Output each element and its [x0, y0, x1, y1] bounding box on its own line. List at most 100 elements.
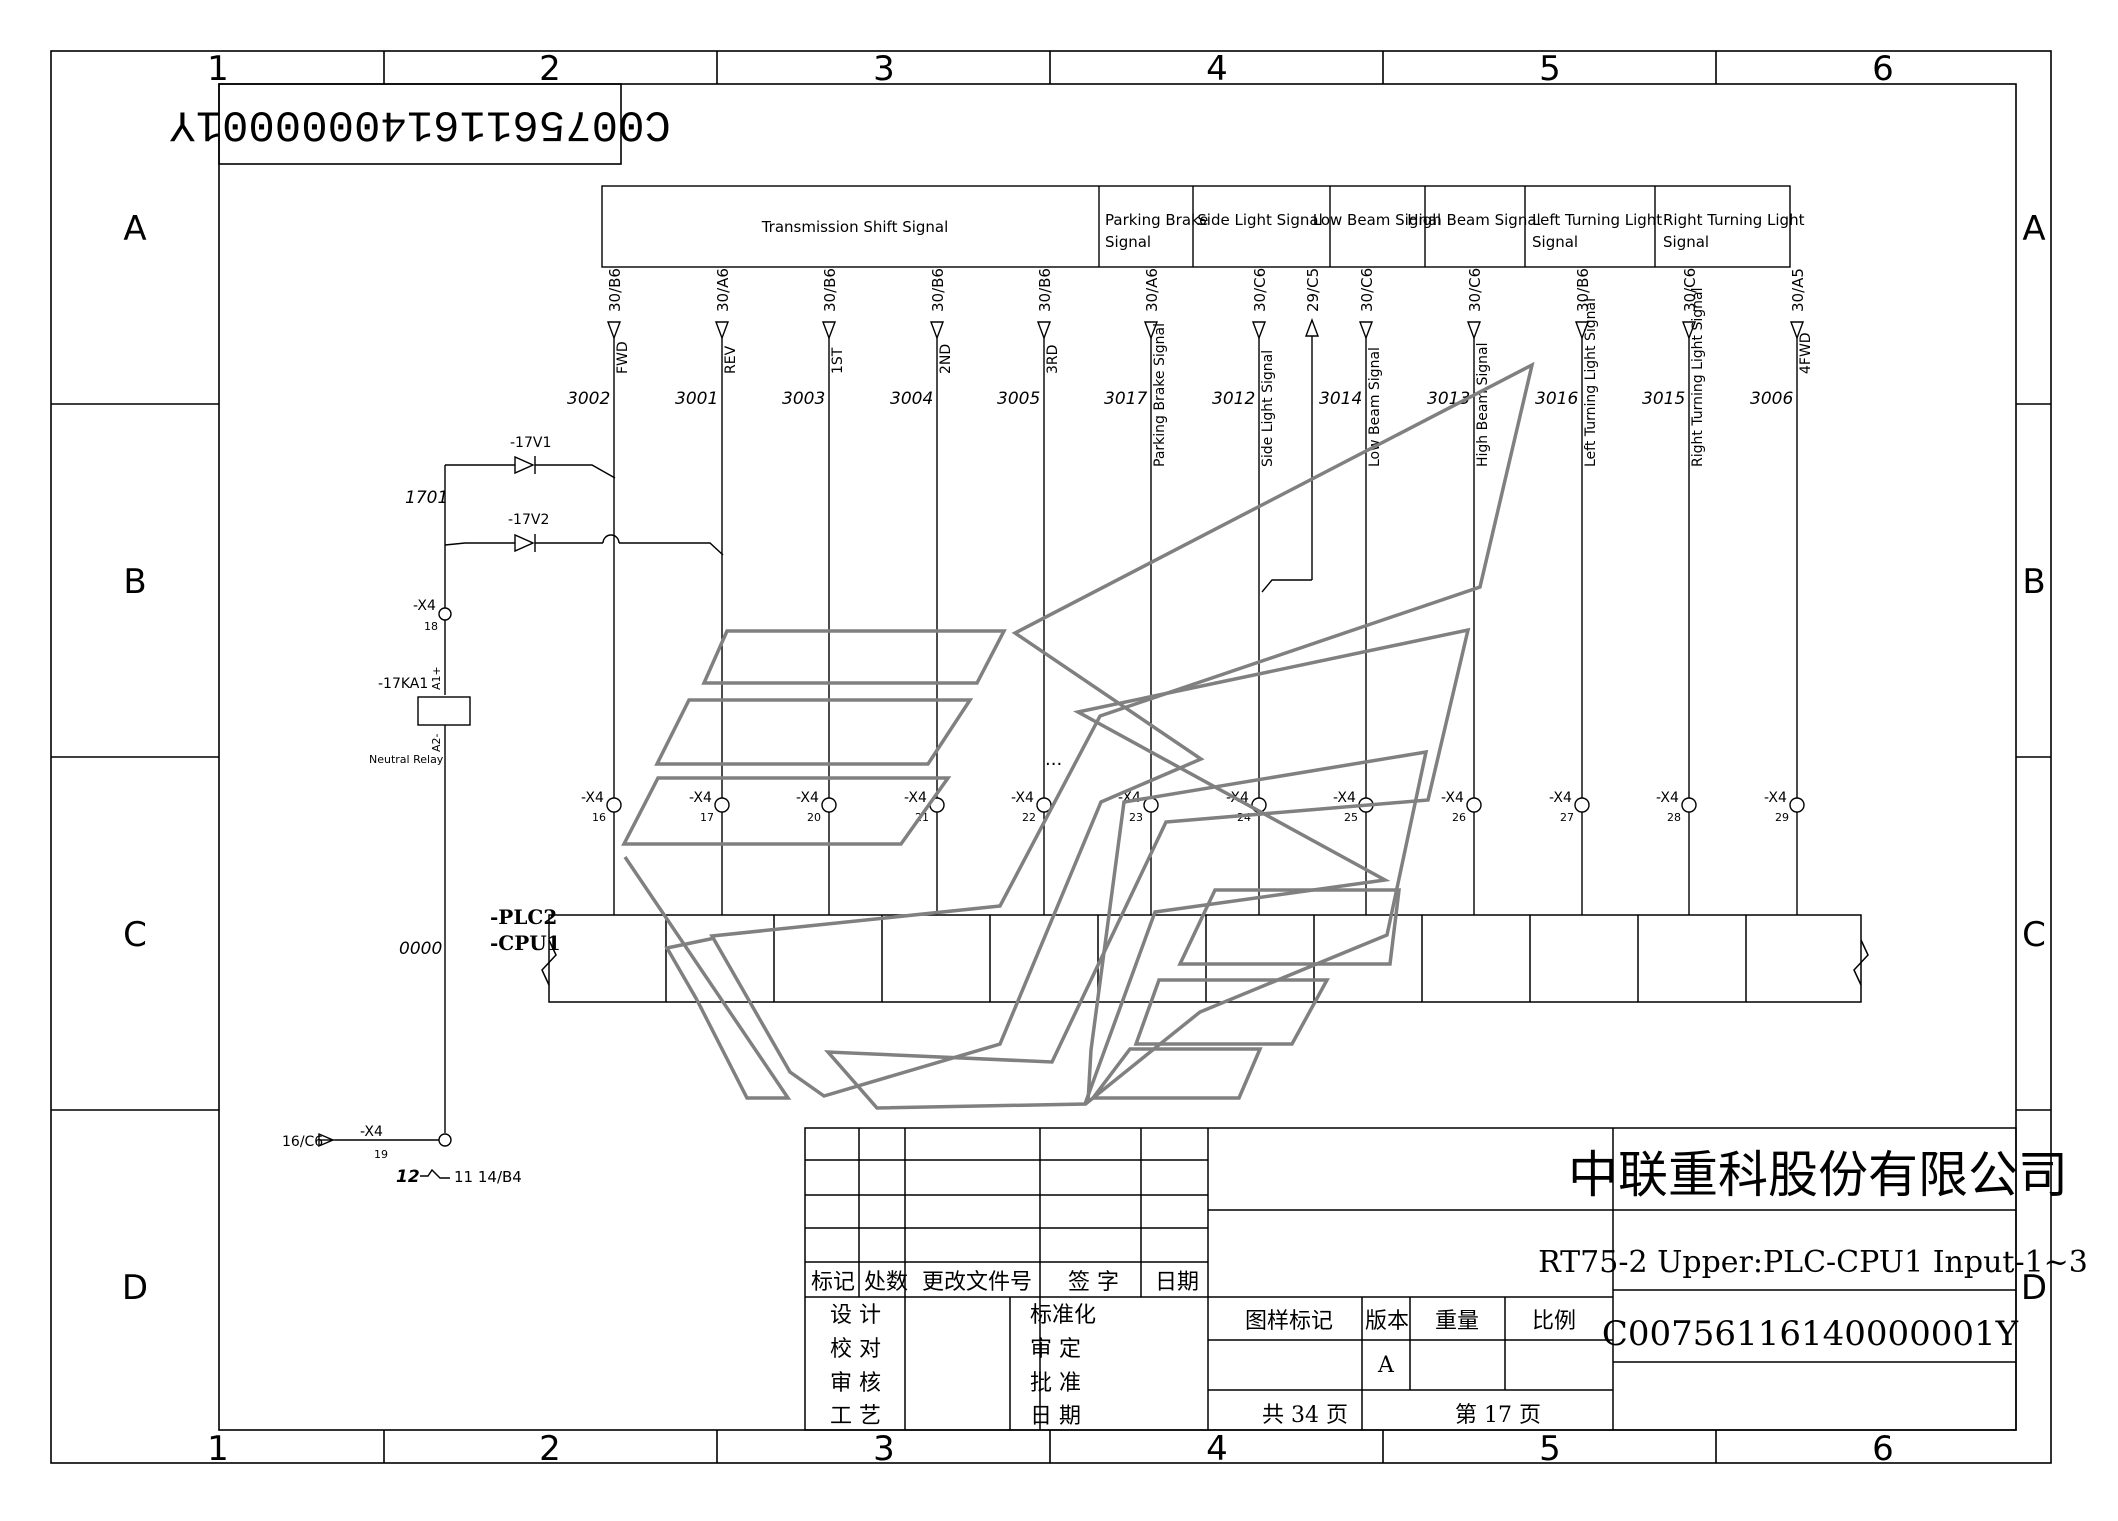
upside-down-drawing-number: C00756116140000001Y — [169, 98, 671, 148]
relay-label: -17KA1 — [378, 676, 428, 692]
row-label-c-right: C — [2022, 915, 2046, 955]
diode-17v1: -17V1 — [510, 435, 551, 451]
neutral-relay-labels: 1701 -17V1 -17V2 -X4 18 -17KA1 A1+ A2- N… — [282, 435, 551, 1187]
mid-hdr-scale: 比例 — [1532, 1309, 1576, 1334]
signal-arrow-icon — [1358, 321, 1374, 340]
col-label-3-bottom: 3 — [873, 1429, 895, 1469]
wire-number: 3005 — [997, 389, 1040, 409]
row-label-a-right: A — [2022, 209, 2045, 249]
channel-ref: 30/C6 — [1251, 268, 1269, 312]
channel-tag: Low Beam Signal — [1367, 347, 1383, 467]
wire-number: 3001 — [675, 389, 718, 409]
col-label-5-bottom: 5 — [1539, 1429, 1561, 1469]
terminal-circle — [1789, 797, 1805, 813]
wire-number: 3014 — [1319, 389, 1362, 409]
wire-number: 3012 — [1212, 389, 1255, 409]
col-label-1-bottom: 1 — [207, 1429, 229, 1469]
stamp-box: C00756116140000001Y — [169, 83, 671, 165]
channel-ref: 30/C6 — [1466, 268, 1484, 312]
col-label-6-top: 6 — [1872, 49, 1894, 89]
role-standard: 标准化 — [1030, 1303, 1096, 1328]
channel-tag: 3RD — [1045, 345, 1061, 374]
signal-arrow-icon — [1143, 321, 1159, 340]
hdr-signature: 签 字 — [1068, 1270, 1119, 1295]
x4-bottom-label: -X4 — [360, 1124, 383, 1140]
terminal-pin: 28 — [1667, 811, 1681, 824]
channel-tag: 2ND — [938, 344, 954, 374]
drawing-title: RT75-2 Upper:PLC-CPU1 Input-1~3 — [1538, 1245, 2088, 1280]
group-high-beam: High Beam Signal — [1407, 211, 1540, 229]
signal-arrow-icon — [1681, 321, 1697, 340]
channel-ref: 30/B6 — [1036, 268, 1054, 312]
hdr-change-doc: 更改文件号 — [922, 1270, 1032, 1295]
row-label-b-left: B — [123, 562, 146, 602]
contact-text: 11 14/B4 — [454, 1168, 522, 1186]
terminal-label: -X4 — [904, 790, 927, 806]
row-label-b-right: B — [2022, 562, 2045, 602]
col-label-6-bottom: 6 — [1872, 1429, 1894, 1469]
col-label-2-bottom: 2 — [539, 1429, 561, 1469]
channel-ref: 30/B6 — [1574, 268, 1592, 312]
terminal-pin: 27 — [1560, 811, 1574, 824]
channel-tag: REV — [723, 345, 739, 374]
signal-arrow-icon — [1574, 321, 1590, 340]
title-block — [804, 1127, 2017, 1431]
wire-number: 3016 — [1535, 389, 1578, 409]
version-value: A — [1377, 1353, 1395, 1378]
col-label-4-bottom: 4 — [1206, 1429, 1228, 1469]
x4-bottom-pin: 19 — [374, 1148, 388, 1161]
channel-ref: 30/A6 — [714, 268, 732, 312]
x4-top-pin: 18 — [424, 620, 438, 633]
title-block-text: 标记 处数 更改文件号 签 字 日期 设 计 校 对 审 核 工 艺 标准化 审… — [811, 1146, 2088, 1429]
row-label-d-left: D — [122, 1268, 148, 1308]
role-approve-set: 审 定 — [1030, 1337, 1081, 1362]
wire-number: 3017 — [1104, 389, 1147, 409]
terminal-circle — [1681, 797, 1697, 813]
hdr-date: 日期 — [1155, 1270, 1199, 1295]
signal-arrow-icon — [821, 321, 837, 340]
role-date: 日 期 — [1030, 1404, 1081, 1429]
col-label-2-top: 2 — [539, 49, 561, 89]
channel-ref: 30/A5 — [1789, 268, 1807, 312]
mid-hdr-pattern: 图样标记 — [1245, 1309, 1333, 1334]
ellipsis-dots: ... — [1045, 749, 1062, 770]
role-check: 校 对 — [830, 1337, 881, 1362]
relay-a1: A1+ — [430, 666, 443, 690]
role-approve: 批 准 — [1030, 1371, 1081, 1396]
group-transmission: Transmission Shift Signal — [761, 218, 949, 236]
zone-labels: 1 2 3 4 5 6 1 2 3 4 5 6 A B C D A B C D — [122, 49, 2047, 1469]
channel-ref: 30/B6 — [606, 268, 624, 312]
wire-0000: 0000 — [399, 939, 442, 959]
signal-arrow-icon — [1251, 321, 1267, 340]
channel-ref: 30/C6 — [1681, 268, 1699, 312]
terminal-circle — [606, 797, 622, 813]
terminal-label: -X4 — [581, 790, 604, 806]
wire-number: 3006 — [1750, 389, 1793, 409]
terminal-circle — [1574, 797, 1590, 813]
signal-arrow-icon — [1789, 321, 1805, 340]
x4-top-label: -X4 — [413, 598, 436, 614]
channel-tag: Side Light Signal — [1260, 350, 1276, 467]
plc-label-2: -CPU1 — [490, 931, 561, 955]
contact-num: 12 — [396, 1167, 420, 1187]
terminal-label: -X4 — [1441, 790, 1464, 806]
channel-tag: High Beam Signal — [1475, 342, 1491, 467]
channel-tag: Parking Brake Signal — [1152, 323, 1168, 467]
terminal-circle — [714, 797, 730, 813]
signal-arrow-icon — [606, 321, 622, 340]
channel-ref: 30/B6 — [821, 268, 839, 312]
col-label-5-top: 5 — [1539, 49, 1561, 89]
channel-tag: Left Turning Light Signal — [1583, 298, 1599, 467]
terminal-label: -X4 — [1333, 790, 1356, 806]
terminal-pin: 17 — [700, 811, 714, 824]
page-number: 第 17 页 — [1455, 1403, 1541, 1428]
